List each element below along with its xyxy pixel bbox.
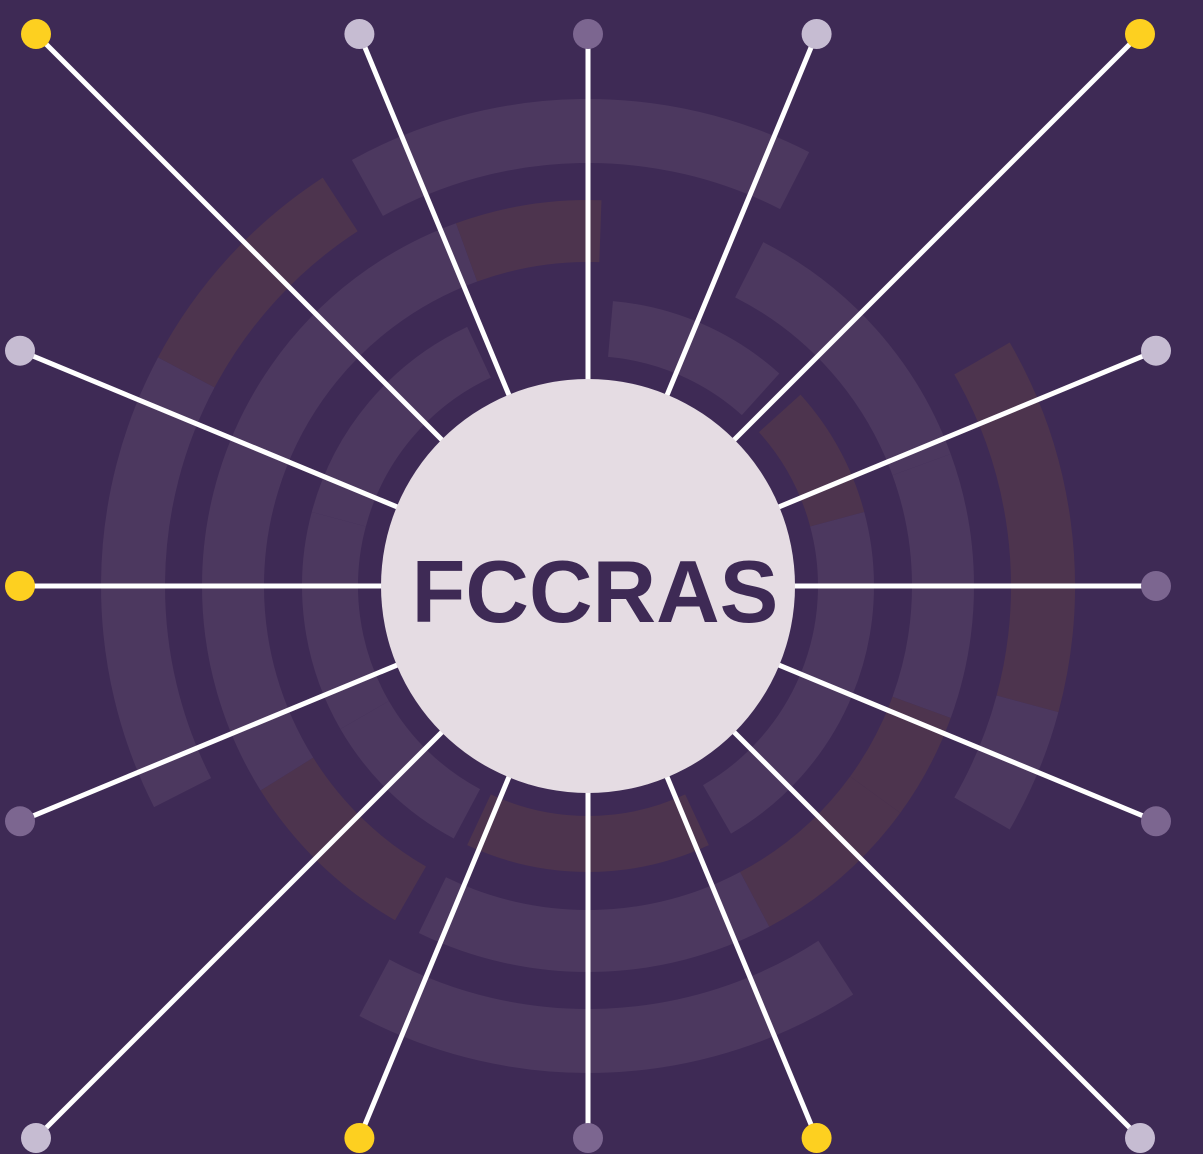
spoke-node-yellow: [21, 19, 51, 49]
ring-arc: [849, 696, 951, 813]
spoke-node-light: [21, 1123, 51, 1153]
spoke-node-dark: [5, 806, 35, 837]
spoke-node-yellow: [344, 1123, 375, 1153]
ring-arc: [311, 326, 492, 527]
spoke-node-light: [1125, 1123, 1155, 1153]
spoke-nodes: [5, 19, 1171, 1153]
spoke-node-dark: [573, 19, 603, 49]
ring-arc: [101, 357, 215, 808]
spoke-node-yellow: [1125, 19, 1155, 49]
ring-arc: [607, 301, 780, 416]
ring-arc: [340, 700, 481, 839]
ring-arc: [954, 342, 1075, 713]
spoke-node-light: [5, 335, 35, 366]
spoke-node-light: [1141, 335, 1171, 366]
ring-arc: [202, 585, 314, 791]
ring-arc: [758, 394, 865, 527]
spoke-node-light: [344, 19, 375, 49]
spoke-node-dark: [1141, 571, 1171, 601]
ring-arc: [739, 776, 901, 927]
spoke-node-light: [801, 19, 832, 49]
ring-arc: [456, 199, 602, 282]
spoke-node-yellow: [5, 571, 35, 601]
ring-arc: [359, 940, 854, 1073]
wordmark: FCCRAS: [412, 542, 779, 641]
spoke-node-dark: [573, 1123, 603, 1153]
ring-arc: [418, 871, 770, 972]
center-disc: [381, 379, 795, 793]
spoke-node-yellow: [801, 1123, 832, 1153]
spoke-node-dark: [1141, 806, 1171, 837]
ring-arc: [302, 511, 390, 729]
ring-arc: [202, 223, 478, 587]
ring-arc: [734, 242, 951, 476]
ring-arc: [351, 99, 810, 217]
ring-arc: [158, 177, 358, 388]
ring-arc: [260, 757, 427, 921]
